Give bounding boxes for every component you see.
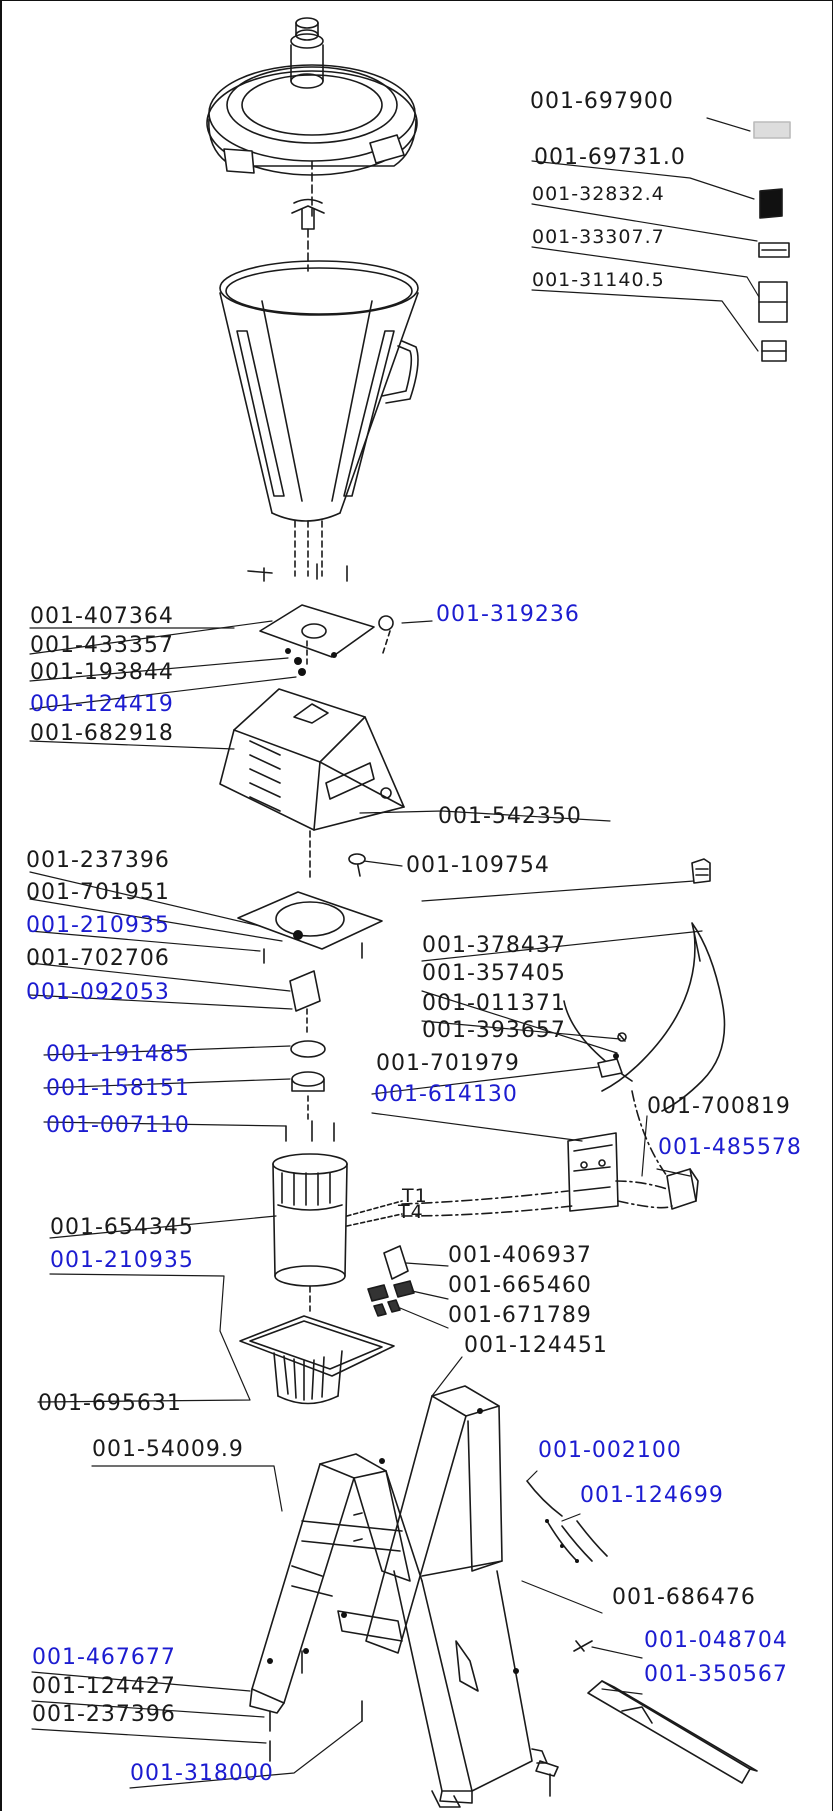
part-number-label: 001-237396 bbox=[32, 1702, 176, 1727]
part-number-label: 001-193844 bbox=[30, 660, 174, 685]
part-number-label: 001-32832.4 bbox=[532, 183, 665, 205]
part-number-label: 001-485578 bbox=[658, 1135, 802, 1160]
part-number-label: 001-697900 bbox=[530, 89, 674, 114]
part-number-label: 001-33307.7 bbox=[532, 226, 665, 248]
part-number-label: 001-682918 bbox=[30, 721, 174, 746]
part-number-label: 001-357405 bbox=[422, 961, 566, 986]
part-number-label: 001-406937 bbox=[448, 1243, 592, 1268]
part-number-label: 001-700819 bbox=[647, 1094, 791, 1119]
part-number-label: 001-542350 bbox=[438, 804, 582, 829]
part-number-label: 001-124451 bbox=[464, 1333, 608, 1358]
part-number-label: 001-467677 bbox=[32, 1645, 176, 1670]
part-number-label: 001-665460 bbox=[448, 1273, 592, 1298]
wire-label-t1: T1 bbox=[402, 1185, 428, 1207]
part-number-label: 001-319236 bbox=[436, 602, 580, 627]
hoses-pins bbox=[526, 1480, 608, 1652]
part-number-label: 001-702706 bbox=[26, 946, 170, 971]
part-number-label: 001-654345 bbox=[50, 1215, 194, 1240]
motor bbox=[272, 1153, 403, 1312]
leader-lines bbox=[29, 117, 760, 1789]
small-parts bbox=[753, 121, 791, 362]
small-blocks bbox=[367, 1245, 415, 1317]
part-number-label: 001-237396 bbox=[26, 848, 170, 873]
part-number-label: 001-54009.9 bbox=[92, 1437, 244, 1462]
part-number-label: 001-002100 bbox=[538, 1438, 682, 1463]
side-rail bbox=[587, 1680, 758, 1784]
stand bbox=[249, 1385, 559, 1808]
part-number-label: 001-701979 bbox=[376, 1051, 520, 1076]
part-number-label: 001-011371 bbox=[422, 991, 566, 1016]
part-number-label: 001-158151 bbox=[46, 1076, 190, 1101]
fan-plate bbox=[239, 1315, 395, 1405]
part-number-label: 001-007110 bbox=[46, 1113, 190, 1138]
part-number-label: 001-318000 bbox=[130, 1761, 274, 1786]
wire-label-t4: T4 bbox=[398, 1201, 424, 1223]
part-number-label: 001-124699 bbox=[580, 1483, 724, 1508]
part-number-label: 001-191485 bbox=[46, 1042, 190, 1067]
part-number-label: 001-124427 bbox=[32, 1674, 176, 1699]
part-number-label: 001-048704 bbox=[644, 1628, 788, 1653]
base-plate-assembly bbox=[237, 853, 383, 1142]
drive-plate bbox=[247, 563, 394, 676]
part-number-label: 001-378437 bbox=[422, 933, 566, 958]
part-number-label: 001-393657 bbox=[422, 1018, 566, 1043]
part-number-label: 001-210935 bbox=[50, 1248, 194, 1273]
part-number-label: 001-69731.0 bbox=[534, 145, 686, 170]
motor-housing bbox=[219, 688, 405, 882]
part-number-label: 001-701951 bbox=[26, 880, 170, 905]
lid-assembly bbox=[206, 17, 418, 217]
part-number-label: 001-210935 bbox=[26, 913, 170, 938]
part-number-label: 001-350567 bbox=[644, 1662, 788, 1687]
part-number-label: 001-695631 bbox=[38, 1391, 182, 1416]
part-number-label: 001-109754 bbox=[406, 853, 550, 878]
part-number-label: 001-686476 bbox=[612, 1585, 756, 1610]
part-number-label: 001-614130 bbox=[374, 1082, 518, 1107]
wiring bbox=[401, 858, 726, 1217]
part-number-label: 001-407364 bbox=[30, 604, 174, 629]
part-number-label: 001-31140.5 bbox=[532, 269, 665, 291]
part-number-label: 001-092053 bbox=[26, 980, 170, 1005]
part-number-label: 001-433357 bbox=[30, 633, 174, 658]
part-number-label: 001-671789 bbox=[448, 1303, 592, 1328]
jar bbox=[219, 260, 419, 577]
part-number-label: 001-124419 bbox=[30, 692, 174, 717]
blade-assembly bbox=[291, 198, 325, 272]
